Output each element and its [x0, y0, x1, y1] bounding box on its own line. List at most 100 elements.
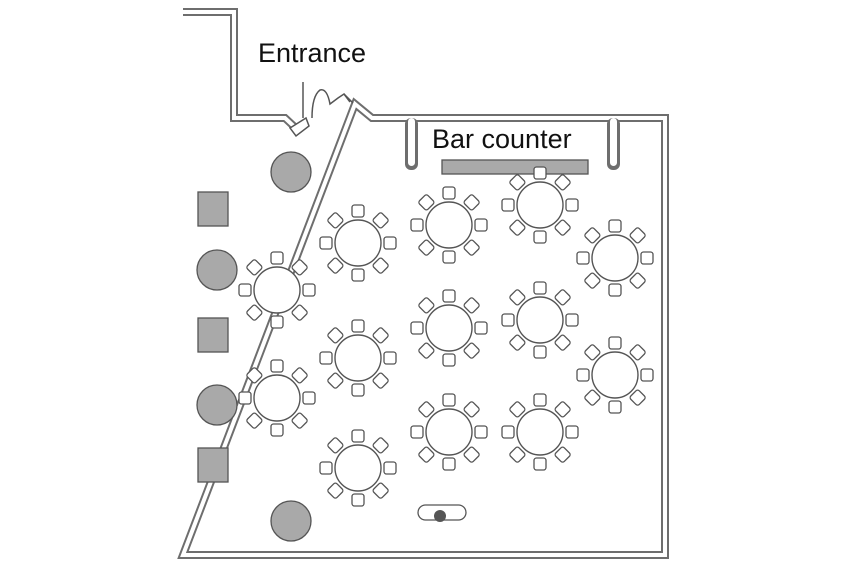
chair [372, 327, 389, 344]
chair [410, 218, 424, 232]
round-table-group [410, 186, 488, 264]
chair [640, 251, 654, 265]
chair [608, 283, 622, 297]
round-fixture [196, 249, 238, 291]
chair [554, 174, 571, 191]
chair [554, 446, 571, 463]
round-table [516, 296, 564, 344]
chair [501, 425, 515, 439]
round-table-group [501, 393, 579, 471]
chair [270, 423, 284, 437]
chair [501, 313, 515, 327]
chair [351, 383, 365, 397]
chair [463, 342, 480, 359]
chair [565, 313, 579, 327]
chair [442, 457, 456, 471]
round-table [591, 351, 639, 399]
round-table [253, 266, 301, 314]
chair [351, 268, 365, 282]
round-table [425, 201, 473, 249]
chair [327, 437, 344, 454]
round-fixture [270, 500, 312, 542]
round-table [425, 304, 473, 352]
round-table [253, 374, 301, 422]
chair [640, 368, 654, 382]
chair [302, 283, 316, 297]
chair [327, 212, 344, 229]
chair [533, 393, 547, 407]
chair [270, 251, 284, 265]
chair [554, 334, 571, 351]
chair [270, 359, 284, 373]
chair [418, 297, 435, 314]
round-table [425, 408, 473, 456]
chair [383, 351, 397, 365]
chair [327, 257, 344, 274]
bar-counter [441, 159, 589, 175]
chair [584, 272, 601, 289]
chair [509, 219, 526, 236]
chair [270, 315, 284, 329]
chair [463, 194, 480, 211]
round-table-group [501, 166, 579, 244]
chair [372, 257, 389, 274]
chair [319, 236, 333, 250]
round-table-group [576, 219, 654, 297]
chair [372, 437, 389, 454]
round-table-group [576, 336, 654, 414]
chair [463, 239, 480, 256]
chair [608, 400, 622, 414]
chair [442, 186, 456, 200]
chair [246, 304, 263, 321]
chair [463, 401, 480, 418]
chair [442, 289, 456, 303]
chair [442, 250, 456, 264]
chair [533, 457, 547, 471]
chair [351, 204, 365, 218]
chair [533, 345, 547, 359]
chair [238, 391, 252, 405]
chair [327, 372, 344, 389]
chair [442, 353, 456, 367]
chair [501, 198, 515, 212]
chair [442, 393, 456, 407]
chair [351, 493, 365, 507]
round-table-group [501, 281, 579, 359]
round-table [516, 408, 564, 456]
chair [372, 482, 389, 499]
round-table-group [410, 393, 488, 471]
square-fixture [197, 447, 229, 483]
chair [474, 218, 488, 232]
chair [584, 389, 601, 406]
pill-fixture [417, 504, 467, 522]
chair [302, 391, 316, 405]
chair [383, 461, 397, 475]
chair [418, 239, 435, 256]
chair [410, 425, 424, 439]
chair [291, 412, 308, 429]
chair [554, 289, 571, 306]
chair [418, 194, 435, 211]
chair [319, 351, 333, 365]
round-tables [238, 166, 654, 507]
chair [351, 319, 365, 333]
chair [383, 236, 397, 250]
chair [576, 368, 590, 382]
chair [410, 321, 424, 335]
round-table [334, 219, 382, 267]
chair [576, 251, 590, 265]
chair [351, 429, 365, 443]
chair [238, 283, 252, 297]
chair [509, 174, 526, 191]
round-table-group [319, 429, 397, 507]
chair [509, 289, 526, 306]
chair [291, 367, 308, 384]
round-fixture [270, 151, 312, 193]
chair [418, 401, 435, 418]
chair [629, 227, 646, 244]
pill-fixture-dot [434, 510, 446, 522]
chair [474, 321, 488, 335]
chair [474, 425, 488, 439]
chair [584, 344, 601, 361]
